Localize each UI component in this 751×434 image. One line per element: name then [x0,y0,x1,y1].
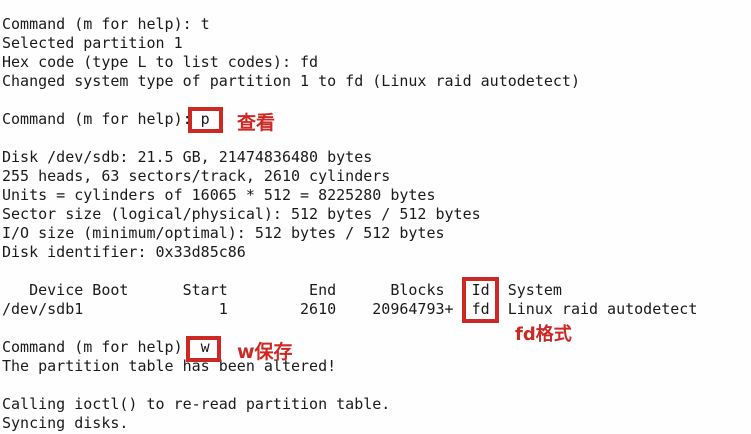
annotation-save-label: w保存 [237,341,293,363]
terminal-line [2,129,697,148]
partition-table-header: Device Boot Start End Blocks Id System [2,281,562,299]
terminal-line: Syncing disks. [2,414,129,432]
terminal-line: 255 heads, 63 sectors/track, 2610 cylind… [2,167,391,185]
annotation-view-label: 查看 [237,112,276,134]
terminal-line [2,376,697,395]
highlight-box-id-column [462,277,499,323]
partition-table-row: /dev/sdb1 1 2610 20964793+ fd Linux raid… [2,300,698,318]
fdisk-output: Command (m for help): t Selected partiti… [2,15,697,433]
terminal-line: Calling ioctl() to re-read partition tab… [2,395,391,413]
terminal-line: Hex code (type L to list codes): fd [2,53,319,71]
terminal-line: Selected partition 1 [2,34,183,52]
terminal-line: Units = cylinders of 16065 * 512 = 82252… [2,186,436,204]
terminal-line: Disk identifier: 0x33d85c86 [2,243,246,261]
terminal-line-command-w: Command (m for help): w [2,338,210,356]
terminal-line: The partition table has been altered! [2,357,337,375]
terminal-line-command-p: Command (m for help): p [2,110,210,128]
terminal-line: Command (m for help): t [2,15,210,33]
annotation-fd-format-label: fd格式 [515,324,572,345]
terminal-line [2,91,697,110]
terminal-line: Sector size (logical/physical): 512 byte… [2,205,481,223]
highlight-box-command-p [188,107,223,133]
terminal-line: Changed system type of partition 1 to fd… [2,72,580,90]
terminal-line: I/O size (minimum/optimal): 512 bytes / … [2,224,445,242]
highlight-box-command-w [186,336,221,362]
terminal-line [2,319,697,338]
terminal-line [2,262,697,281]
terminal-line: Disk /dev/sdb: 21.5 GB, 21474836480 byte… [2,148,373,166]
